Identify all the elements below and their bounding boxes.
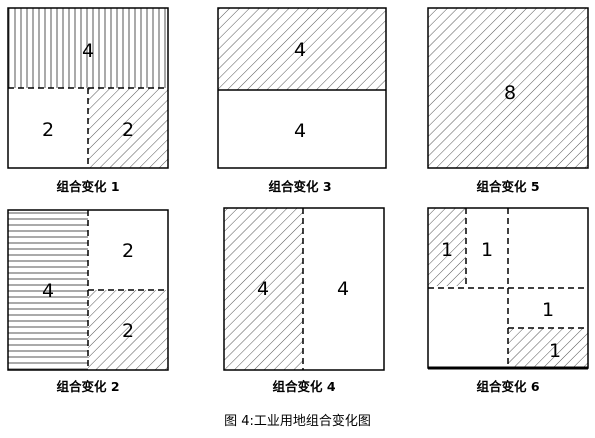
region-label: 1 <box>549 340 561 362</box>
panel-border <box>427 7 589 169</box>
region-left-horizontal-hatch <box>8 210 88 370</box>
region-label: 1 <box>441 239 453 261</box>
region-label: 2 <box>122 119 134 141</box>
region-label: 2 <box>122 320 134 342</box>
region-bottom-right-diagonal-hatch <box>88 88 168 168</box>
panel-2: 4 2 2 <box>7 209 169 371</box>
panel-6: 1 1 1 1 <box>427 207 589 370</box>
region-left-diagonal-hatch <box>224 208 303 370</box>
panel-4: 4 4 <box>223 207 385 371</box>
panel-caption: 组合变化 2 <box>56 379 120 394</box>
region-label: 8 <box>504 82 516 104</box>
region-full-diagonal-hatch <box>428 8 588 168</box>
region-bottom-right-diagonal-hatch <box>88 290 168 370</box>
region-label: 2 <box>122 240 134 262</box>
panel-3: 4 4 <box>217 7 387 169</box>
panel-caption: 组合变化 3 <box>268 179 332 194</box>
panel-caption: 组合变化 5 <box>476 179 540 194</box>
region-label: 4 <box>294 39 306 61</box>
region-bottom-right-diagonal-hatch <box>508 328 588 368</box>
panel-caption: 组合变化 4 <box>272 379 336 394</box>
region-label: 1 <box>481 239 493 261</box>
panel-border <box>7 209 169 371</box>
region-label: 4 <box>42 280 54 302</box>
region-label: 4 <box>337 278 349 300</box>
region-top-left-diagonal-hatch <box>428 208 466 286</box>
panel-caption: 组合变化 1 <box>56 179 120 194</box>
panel-border <box>217 7 387 169</box>
region-label: 2 <box>42 119 54 141</box>
panel-border <box>7 7 169 169</box>
panel-5: 8 <box>427 7 589 169</box>
panel-border <box>223 207 385 371</box>
panel-1: 4 2 2 <box>7 7 169 169</box>
region-label: 4 <box>257 278 269 300</box>
region-top-diagonal-hatch <box>218 8 386 90</box>
region-label: 4 <box>294 120 306 142</box>
figure-title: 图 4:工业用地组合变化图 <box>224 414 371 429</box>
region-label: 1 <box>542 299 554 321</box>
region-top-vertical-hatch <box>8 8 168 88</box>
panel-caption: 组合变化 6 <box>476 379 540 394</box>
region-label: 4 <box>82 40 94 62</box>
